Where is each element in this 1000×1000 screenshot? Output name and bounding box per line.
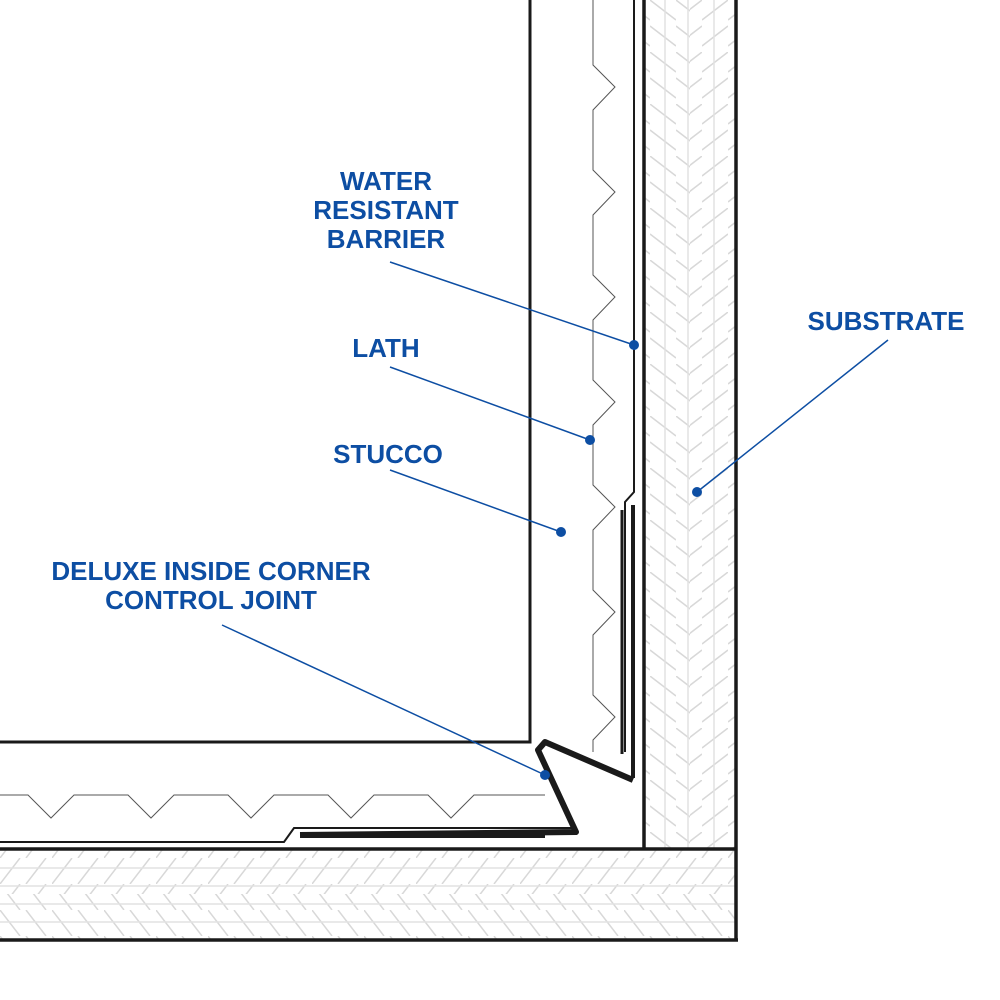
lath-horizontal (0, 794, 545, 819)
outlines (0, 0, 738, 942)
substrate-dot (692, 487, 702, 497)
label-wrb-1: WATER (340, 166, 432, 196)
stucco-dot (556, 527, 566, 537)
label-wrb-3: BARRIER (327, 224, 446, 254)
joint-dot (540, 770, 550, 780)
label-joint-1: DELUXE INSIDE CORNER (51, 556, 370, 586)
leader-lines (221, 261, 889, 776)
lath-vertical (592, 0, 616, 752)
label-stucco: STUCCO (333, 439, 443, 469)
label-lath: LATH (352, 333, 419, 363)
substrate-vertical (645, 0, 736, 848)
label-joint-2: CONTROL JOINT (105, 585, 317, 615)
label-wrb-2: RESISTANT (313, 195, 459, 225)
lath-dot (585, 435, 595, 445)
substrate-horizontal (0, 850, 736, 939)
wrb-dot (629, 340, 639, 350)
leader-dots (540, 340, 702, 780)
label-substrate: SUBSTRATE (808, 306, 965, 336)
